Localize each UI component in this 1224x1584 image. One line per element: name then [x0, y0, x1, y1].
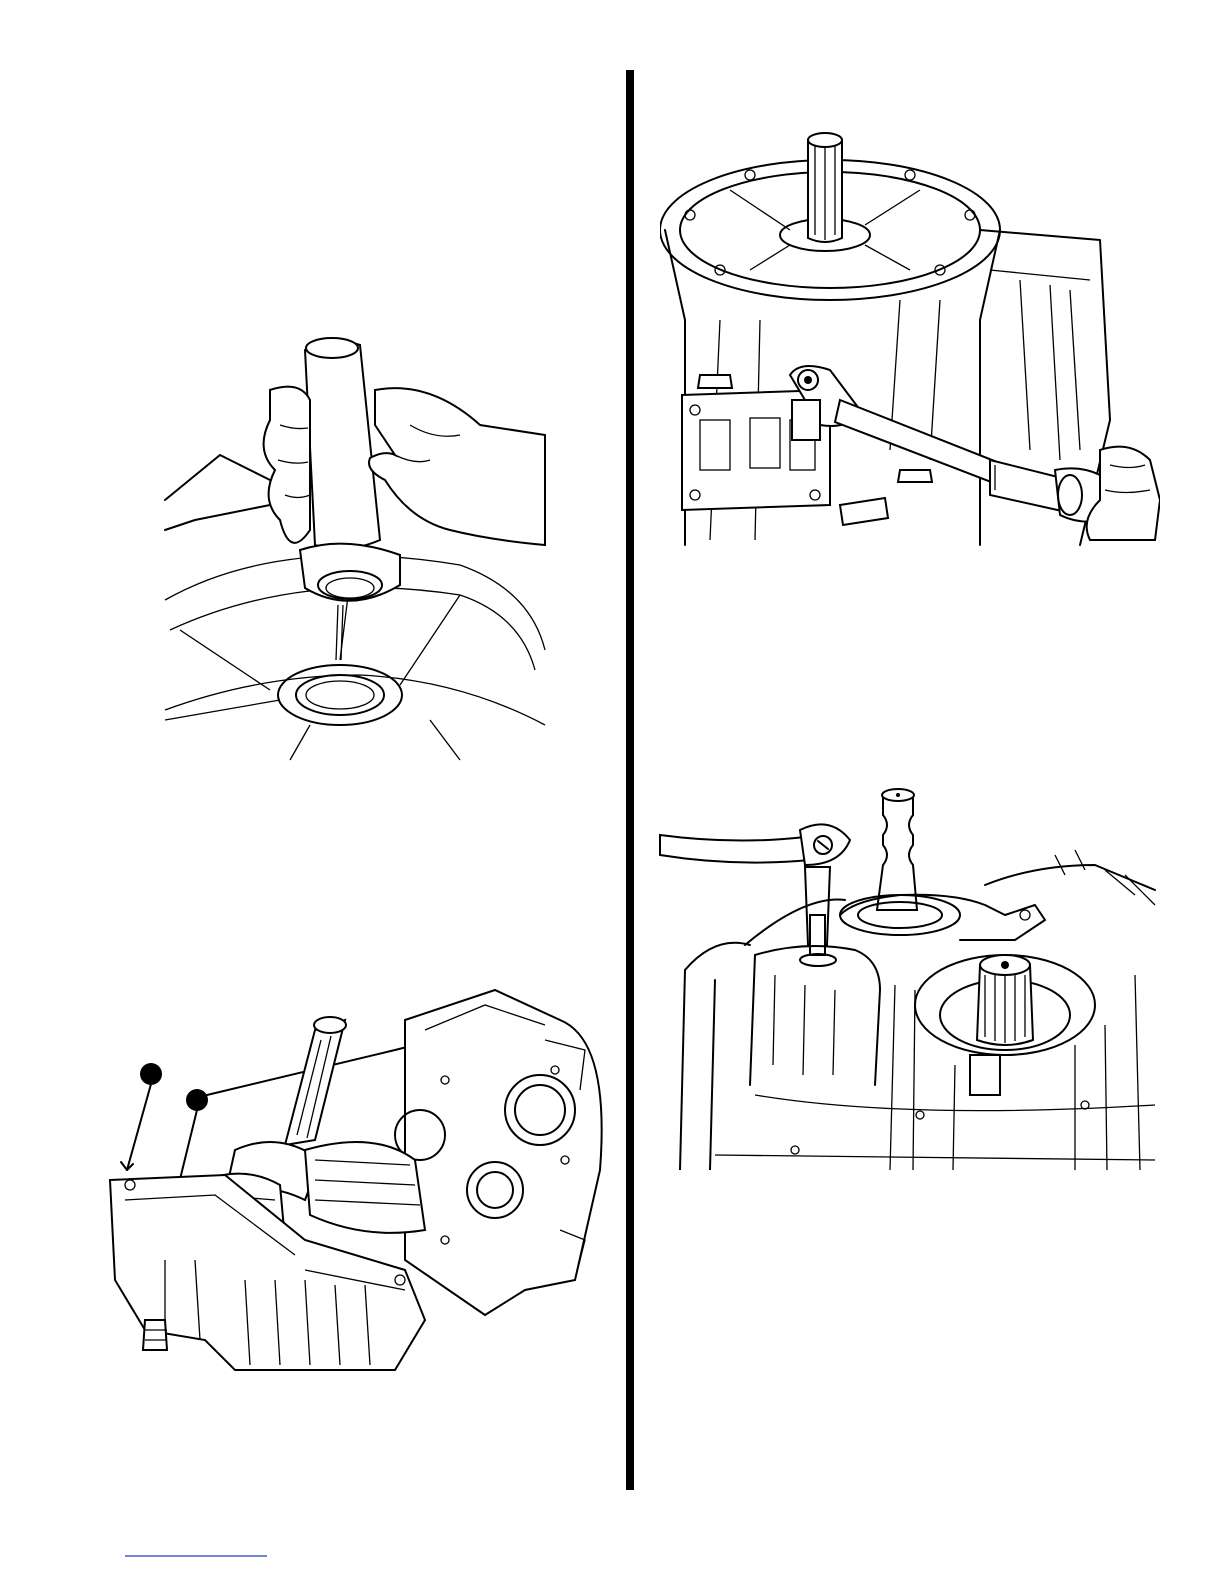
torque-wrench-illustration — [660, 120, 1160, 550]
seal-installer-illustration — [160, 330, 550, 770]
ratchet-bolt-illustration — [655, 775, 1160, 1170]
callout-dot-icon — [186, 1089, 208, 1111]
footer-link-rule — [125, 1555, 267, 1557]
gearset-assembly-illustration — [105, 980, 605, 1380]
column-divider — [626, 70, 634, 1490]
callout-dot-icon — [140, 1063, 162, 1085]
